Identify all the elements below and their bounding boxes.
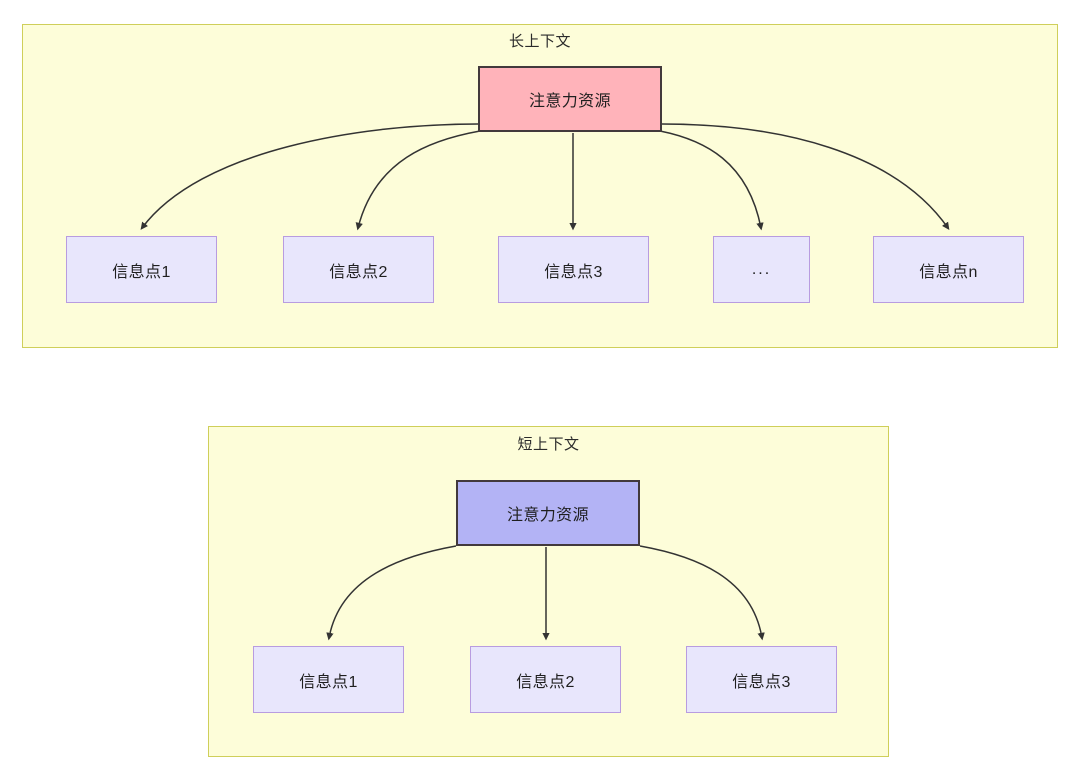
node-label: 信息点n	[919, 263, 978, 281]
node-label: 信息点1	[299, 673, 358, 691]
node-label: 注意力资源	[506, 507, 589, 524]
node-label: 信息点3	[544, 263, 603, 281]
node-info-point-n[interactable]: 信息点n	[873, 236, 1024, 303]
node-info-point-ellipsis[interactable]: ...	[713, 236, 810, 303]
node-short-info-point-3[interactable]: 信息点3	[686, 646, 837, 713]
node-info-point-2[interactable]: 信息点2	[283, 236, 434, 303]
node-label: 信息点3	[732, 673, 791, 691]
node-attention-resource-short[interactable]: 注意力资源	[456, 480, 640, 546]
group-short-context-title: 短上下文	[517, 436, 580, 453]
node-label: 注意力资源	[528, 93, 611, 110]
node-short-info-point-1[interactable]: 信息点1	[253, 646, 404, 713]
node-label: ...	[751, 260, 772, 278]
node-attention-resource-long[interactable]: 注意力资源	[478, 66, 662, 132]
node-label: 信息点1	[112, 263, 171, 281]
node-label: 信息点2	[516, 673, 575, 691]
node-label: 信息点2	[329, 263, 388, 281]
node-info-point-1[interactable]: 信息点1	[66, 236, 217, 303]
node-info-point-3[interactable]: 信息点3	[498, 236, 649, 303]
node-short-info-point-2[interactable]: 信息点2	[470, 646, 621, 713]
group-long-context-title: 长上下文	[508, 33, 571, 50]
